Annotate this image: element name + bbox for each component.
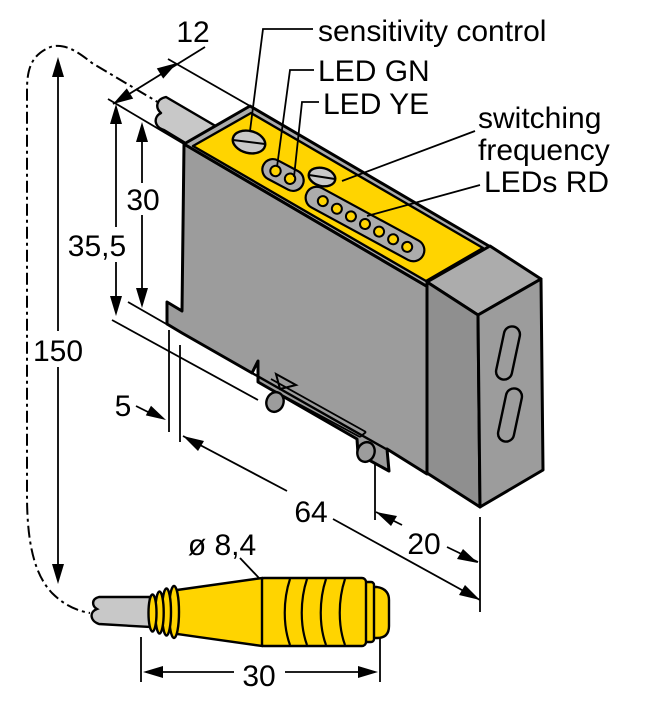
callout-led-ye: LED YE: [323, 88, 429, 121]
mounting-slot: [359, 431, 367, 438]
arrowhead: [52, 564, 64, 584]
sensor-body: [165, 142, 430, 476]
slot-notch: [274, 371, 299, 391]
mounting-bracket: [251, 371, 387, 464]
extension-line: [107, 98, 185, 145]
dim-connector-length: 30: [140, 637, 381, 693]
dim-body-height-text: 30: [126, 184, 159, 217]
sensitivity-screw: [231, 129, 267, 155]
dim-connector-length-text: 30: [242, 660, 275, 693]
arrowhead: [358, 666, 378, 678]
callout-frequency: frequency: [478, 134, 610, 167]
dim-end-section-text: 20: [407, 528, 440, 561]
fiber-port-slot: [494, 325, 522, 381]
end-cap: [425, 244, 545, 509]
dim-cable-diameter: ø 8,4: [188, 529, 260, 579]
leader-led-ye: [293, 101, 319, 178]
mounting-hole: [356, 440, 376, 464]
leader-led-gn: [276, 69, 314, 168]
arrowhead: [156, 63, 177, 79]
dim-foot-offset-text: 5: [115, 390, 132, 423]
arrowhead: [183, 436, 204, 451]
dim-body-length: 64: [182, 435, 481, 601]
arrowhead: [110, 104, 122, 124]
bracket-edge: [251, 371, 387, 451]
boot-rib: [283, 578, 292, 646]
led-capsule: [261, 158, 305, 192]
rd-led: [330, 202, 343, 215]
dim-overall-length: 150: [33, 57, 83, 584]
dim-height-with-foot-text: 35,5: [68, 230, 126, 263]
callout-led-gn: LED GN: [318, 55, 430, 88]
dim-top-width: 12: [112, 16, 210, 105]
arrowhead: [110, 296, 122, 316]
boot-ring: [147, 593, 158, 633]
rd-led: [401, 240, 414, 253]
rd-led: [316, 195, 329, 208]
adjustment-screw: [307, 166, 337, 188]
dim-overall-length-text: 150: [33, 335, 83, 368]
connector: [90, 576, 391, 648]
boot-rib: [319, 578, 328, 646]
extension-line: [167, 58, 251, 107]
end-cap-front: [425, 280, 482, 509]
boot-rib: [300, 578, 309, 646]
rd-led: [373, 225, 386, 238]
extension-line: [111, 319, 259, 401]
mounting-hole: [265, 390, 285, 414]
dim-top-width-text: 12: [176, 16, 209, 49]
dim-body-length-text: 64: [294, 496, 327, 529]
leader-switching-frequency: [341, 130, 476, 182]
arrowhead: [143, 666, 163, 678]
fiber-port-slot: [496, 387, 524, 443]
dim-body-height: 30: [126, 122, 160, 308]
dim-end-section: 20: [375, 511, 479, 563]
boot-cone: [175, 576, 264, 648]
rd-led: [387, 233, 400, 246]
leader-leds-rd: [366, 184, 481, 217]
centerline-dashdot: [26, 44, 167, 614]
mounting-slot: [268, 387, 361, 438]
arrowhead: [145, 405, 166, 420]
rd-led: [344, 210, 357, 223]
dim-cable-diameter-text: ø 8,4: [188, 529, 256, 562]
callout-leds-rd: LEDs RD: [484, 166, 609, 199]
led-yellow: [283, 172, 297, 185]
dim-foot-offset: 5: [115, 390, 166, 423]
cable-stub: [90, 595, 152, 629]
callout-sensitivity: sensitivity control: [318, 15, 546, 48]
dim-height-with-foot: 35,5: [68, 104, 126, 316]
arrowhead: [113, 88, 134, 104]
boot-barrel: [258, 576, 368, 648]
arrowhead: [52, 57, 64, 77]
arrowhead: [457, 549, 478, 563]
leader-sensitivity: [249, 28, 313, 132]
arrowhead: [136, 288, 148, 308]
callout-switching: switching: [478, 102, 601, 135]
arrowhead: [136, 122, 148, 142]
arrowhead: [459, 585, 480, 600]
rd-led: [359, 218, 371, 230]
arrowhead: [376, 512, 397, 526]
boot-rib: [338, 578, 347, 646]
